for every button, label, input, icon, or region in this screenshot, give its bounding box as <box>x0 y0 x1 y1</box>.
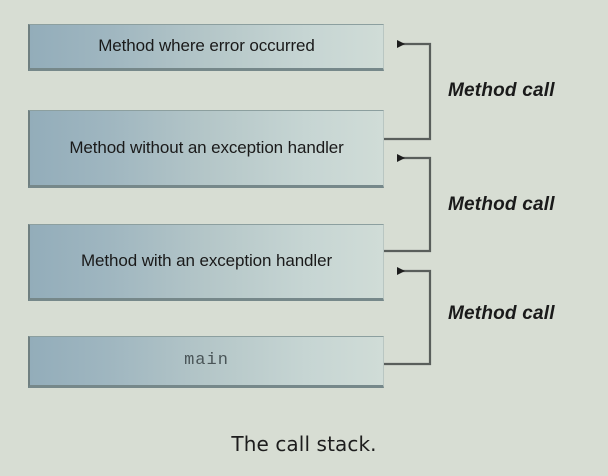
stack-frame-label: Method with an exception handler <box>80 251 333 271</box>
stack-frame-label: Method without an exception handler <box>69 137 344 157</box>
stack-frame-method-where-error-occurred: Method where error occurred <box>28 24 384 71</box>
connector-label-call-2: Method call <box>448 303 555 324</box>
diagram-caption: The call stack. <box>231 432 377 456</box>
connector-line-call-2 <box>384 267 432 366</box>
stack-frame-method-with-exception-handler: Method with an exception handler <box>28 224 384 301</box>
stack-frame-label: Method where error occurred <box>98 36 315 56</box>
stack-frame-label: main <box>184 350 229 370</box>
connector-line-call-1 <box>384 154 432 253</box>
stack-frame-method-without-exception-handler: Method without an exception handler <box>28 110 384 188</box>
connector-line-call-0 <box>384 40 432 141</box>
connector-label-call-0: Method call <box>448 80 555 101</box>
connector-label-call-1: Method call <box>448 194 555 215</box>
stack-frame-main: main <box>28 336 384 388</box>
